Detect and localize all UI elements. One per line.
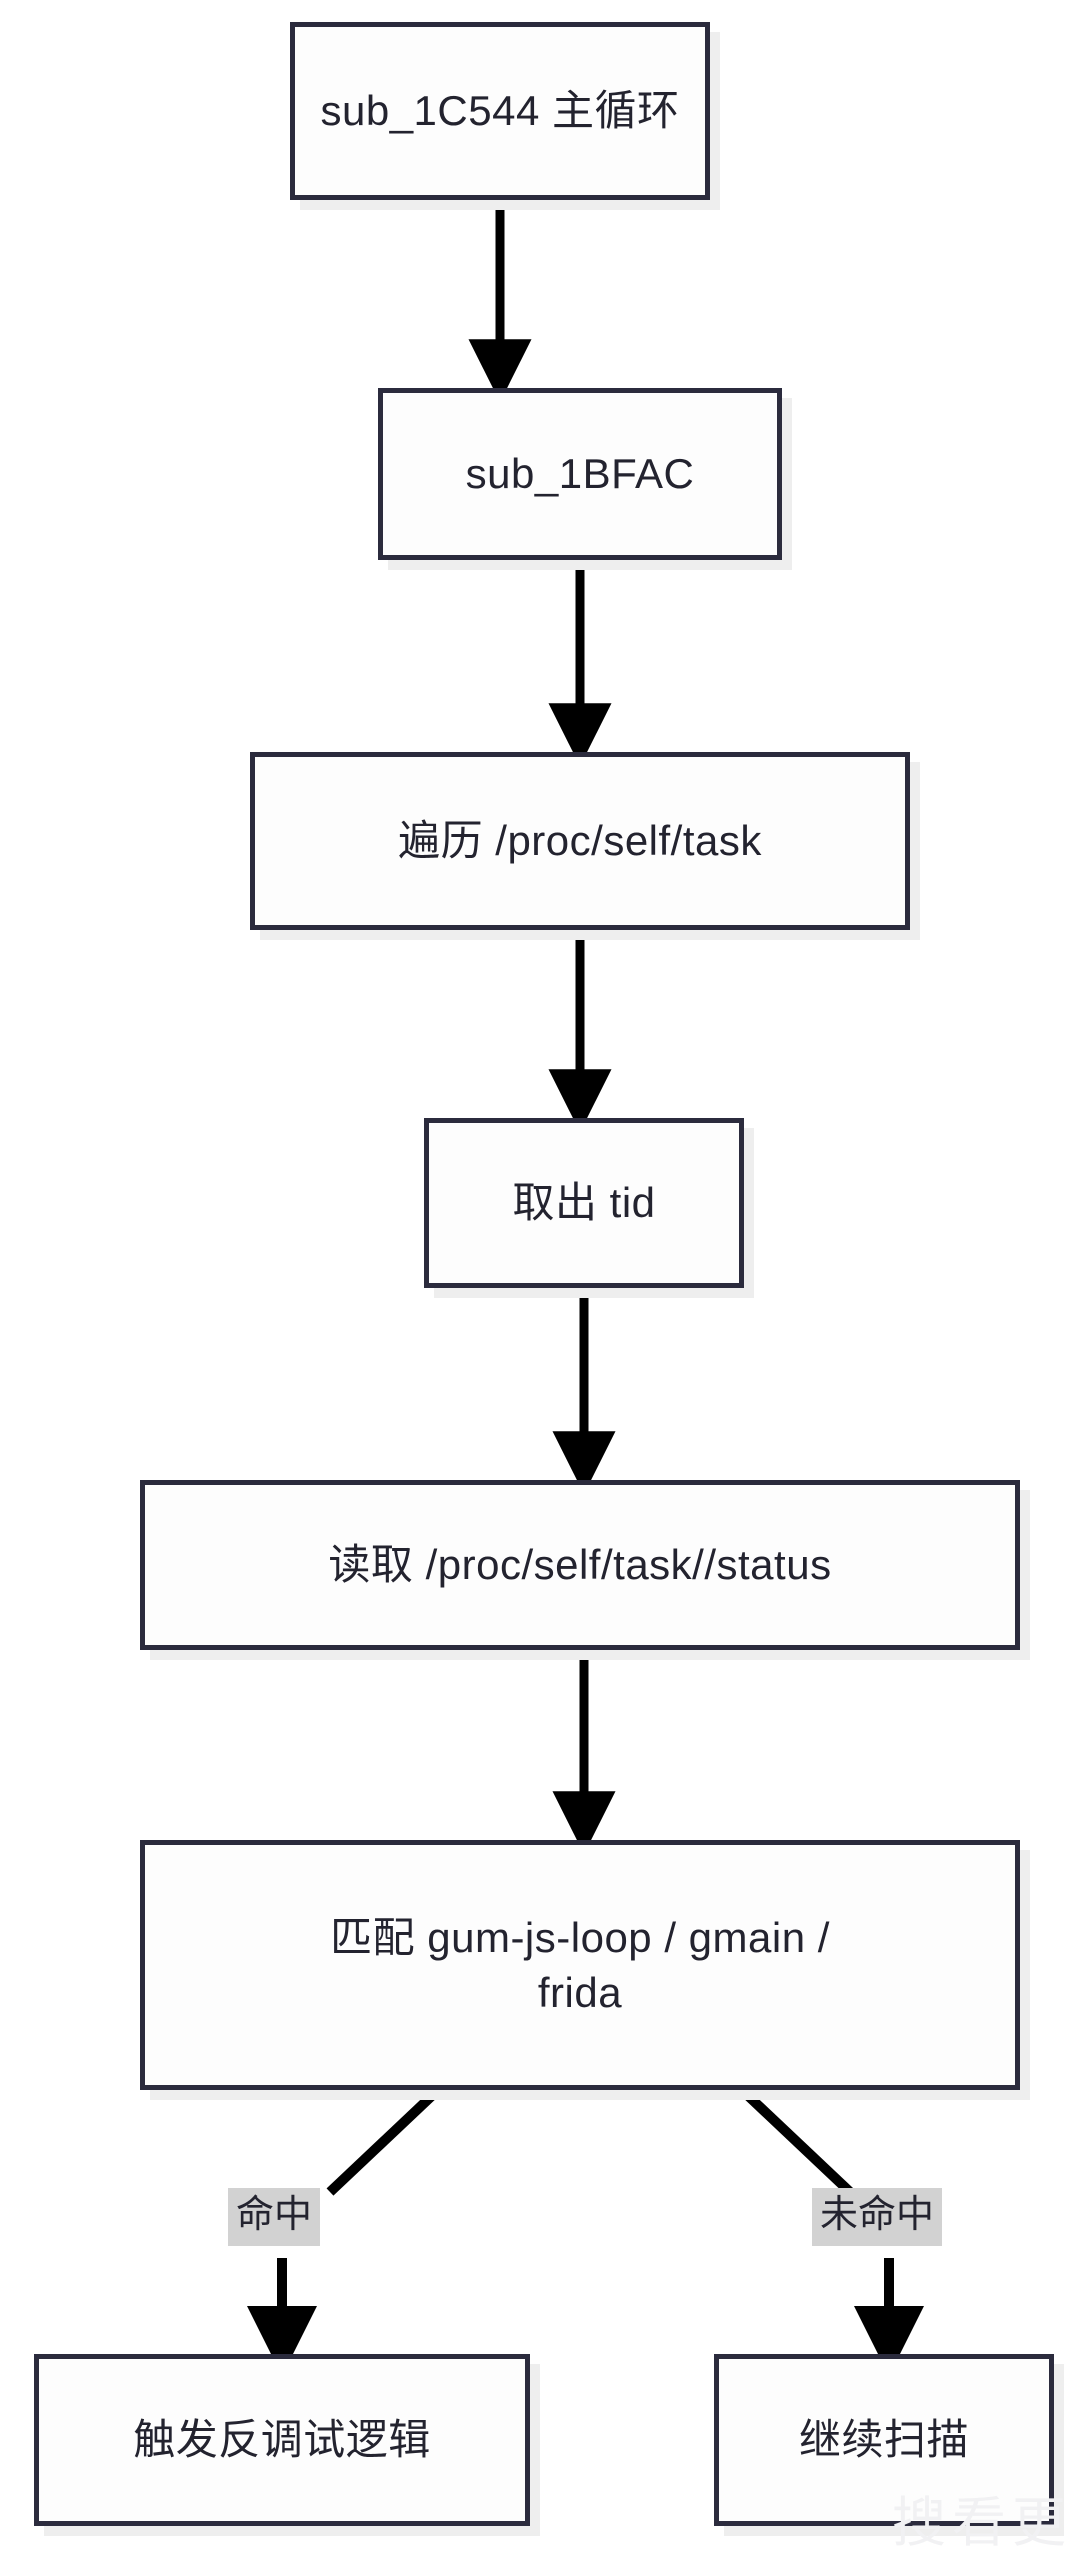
node-trigger-antidebug[interactable]: 触发反调试逻辑 [34,2354,530,2526]
node-label: 取出 tid [512,1179,656,1227]
edge-label-miss: 未命中 [812,2188,943,2246]
node-label: 继续扫描 [798,2416,969,2464]
node-sub-1c544-main-loop[interactable]: sub_1C544 主循环 [290,22,710,200]
node-label: sub_1C544 主循环 [320,87,680,135]
node-extract-tid[interactable]: 取出 tid [424,1118,744,1288]
edge-n6-hit-diagonal [326,2086,442,2196]
node-label: 读取 /proc/self/task//status [328,1541,832,1589]
watermark: 搜看更 [892,2493,1072,2553]
node-label: 匹配 gum-js-loop / gmain / frida [330,1913,830,2016]
node-label: 触发反调试逻辑 [133,2416,431,2464]
node-label: sub_1BFAC [465,450,695,498]
node-read-task-status[interactable]: 读取 /proc/self/task//status [140,1480,1020,1650]
node-label: 遍历 /proc/self/task [398,817,762,865]
edge-label-hit: 命中 [228,2188,321,2246]
node-iterate-proc-self-task[interactable]: 遍历 /proc/self/task [250,752,910,930]
node-sub-1bfac[interactable]: sub_1BFAC [378,388,782,560]
node-match-frida-threads[interactable]: 匹配 gum-js-loop / gmain / frida [140,1840,1020,2090]
edge-n6-miss-diagonal [738,2086,854,2196]
node-continue-scan[interactable]: 继续扫描 [714,2354,1054,2526]
